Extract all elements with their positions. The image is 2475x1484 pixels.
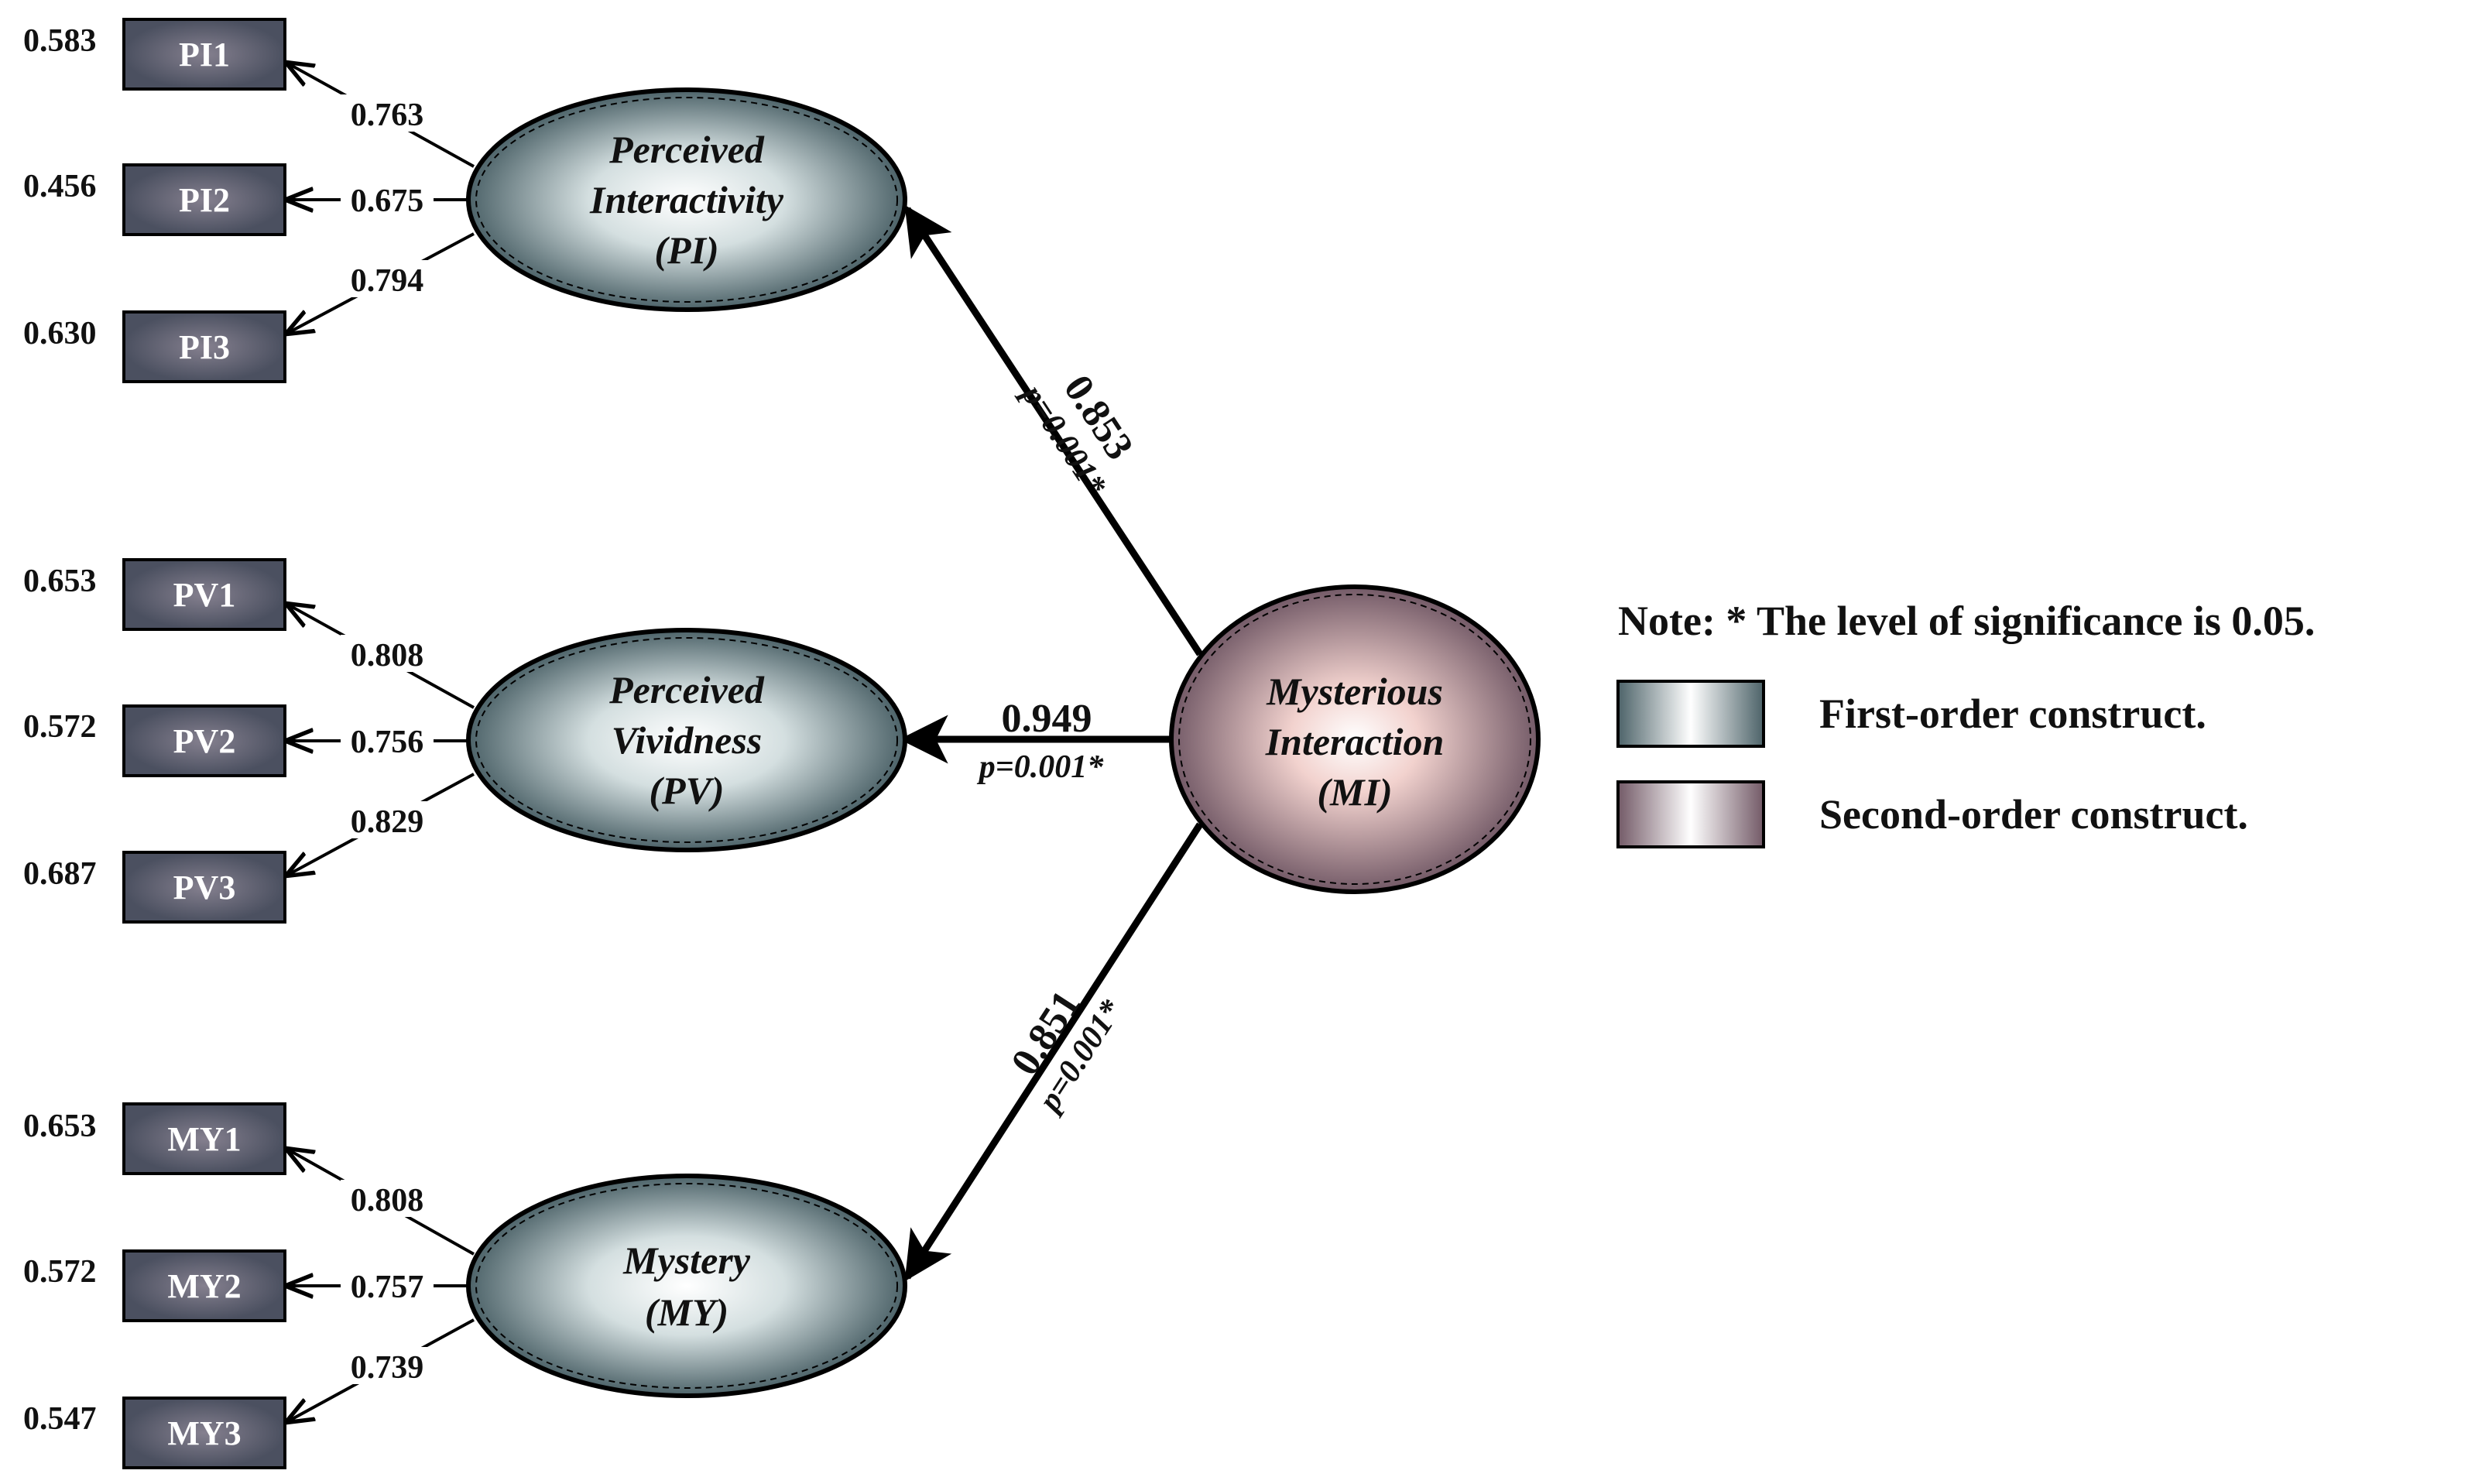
legend: Note: * The level of significance is 0.0… [1616,598,2315,848]
indicator-label-my3: MY3 [167,1414,241,1452]
r2-pv1: 0.653 [23,564,97,599]
construct-ellipse-pv [466,628,907,852]
construct-name-pv-line2: Vividness [612,718,762,762]
path-label-pi: 0.853 p=0.001* [1013,368,1142,502]
indicator-box-pv1 [122,558,286,631]
loading-pv1: 0.808 [351,638,424,673]
r2-my3: 0.547 [23,1401,97,1437]
construct-name-pi-line1: Perceived [608,128,765,171]
construct-name-mi-line3: (MI) [1317,770,1392,814]
indicator-label-pi2: PI2 [179,181,230,219]
indicator-label-my1: MY1 [167,1120,241,1158]
measurement-pi: 0.763 0.675 0.794 PI1 PI2 PI3 0.583 0.45… [23,18,907,383]
indicator-box-pi2 [122,163,286,236]
construct-name-pi-line2: Interactivity [589,178,784,221]
loading-pi1: 0.763 [351,98,424,133]
indicator-box-my3 [122,1397,286,1469]
indicator-label-pi3: PI3 [179,328,230,366]
indicator-box-my1 [122,1102,286,1175]
r2-pv3: 0.687 [23,856,97,892]
construct-ellipse-pi [466,87,907,312]
construct-name-pv-line1: Perceived [608,668,765,711]
path-pvalue-pv: p=0.001* [977,749,1104,785]
path-coefficient-pv: 0.949 [1002,697,1092,741]
construct-ellipse-my [466,1174,907,1398]
construct-name-mi-line2: Interaction [1265,720,1445,763]
loading-my3: 0.739 [351,1350,424,1386]
r2-my1: 0.653 [23,1109,97,1144]
construct-ellipse-mi [1169,584,1541,894]
indicator-label-pv2: PV2 [173,722,236,760]
legend-label-first-order: First-order construct. [1819,691,2206,737]
indicator-box-pi1 [122,18,286,91]
indicator-box-pv2 [122,704,286,777]
structural-paths [899,204,1203,1282]
path-mi-pi [904,204,1203,656]
r2-pi3: 0.630 [23,316,97,351]
loading-pv3: 0.829 [351,804,424,840]
loading-pi2: 0.675 [351,183,424,219]
legend-swatch-first-order [1616,680,1765,748]
indicator-label-pv1: PV1 [173,576,236,614]
path-label-pv: 0.949 p=0.001* [977,697,1104,785]
indicator-box-pi3 [122,310,286,383]
measurement-pv: 0.808 0.756 0.829 PV1 PV2 PV3 0.653 0.57… [23,558,907,924]
construct-name-my-line1: Mystery [622,1239,751,1282]
indicator-label-pi1: PI1 [179,36,230,74]
indicator-label-my2: MY2 [167,1267,241,1305]
r2-my2: 0.572 [23,1254,97,1290]
r2-pi1: 0.583 [23,23,97,59]
legend-swatch-second-order [1616,780,1765,848]
r2-pi2: 0.456 [23,169,97,204]
second-order-construct-mi: Mysterious Interaction (MI) [1169,584,1541,894]
significance-note: Note: * The level of significance is 0.0… [1618,598,2315,644]
construct-name-pi-line3: (PI) [654,228,718,272]
loading-pi3: 0.794 [351,263,424,299]
indicator-label-pv3: PV3 [173,869,236,907]
legend-label-second-order: Second-order construct. [1819,791,2248,838]
loading-pv2: 0.756 [351,725,424,760]
path-label-my: 0.851 p=0.001* [1003,983,1130,1119]
indicator-box-pv3 [122,851,286,924]
indicator-box-my2 [122,1249,286,1322]
path-mi-my [904,822,1203,1282]
measurement-my: 0.808 0.757 0.739 MY1 MY2 MY3 0.653 0.57… [23,1102,907,1469]
construct-name-pv-line3: (PV) [649,769,724,812]
construct-name-mi-line1: Mysterious [1266,670,1443,713]
loading-my1: 0.808 [351,1183,424,1218]
construct-name-my-line2: (MY) [645,1290,728,1334]
r2-pv2: 0.572 [23,709,97,745]
loading-my2: 0.757 [351,1270,424,1305]
